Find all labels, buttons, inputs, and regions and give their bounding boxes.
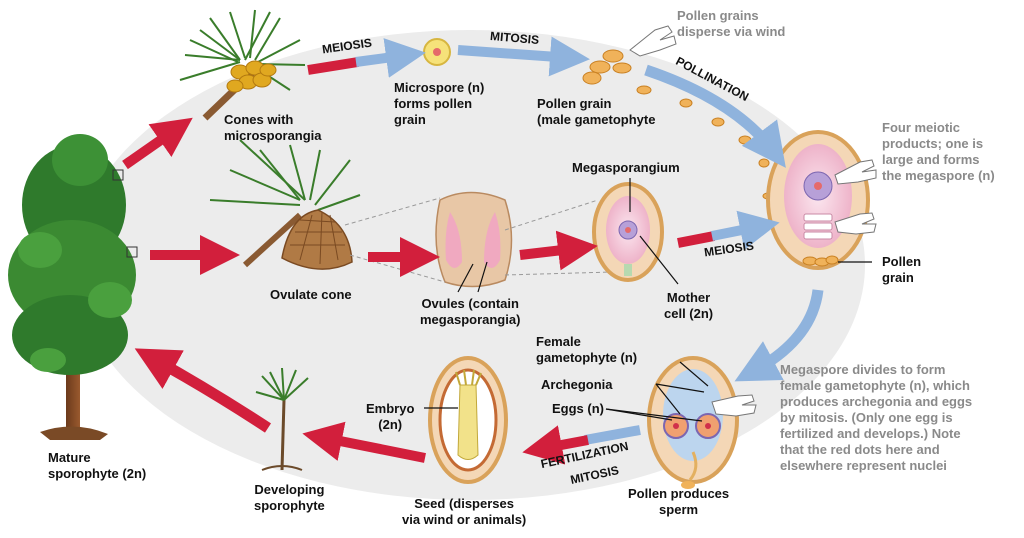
arrow-to-seedling (302, 421, 426, 463)
label-cones-microsporangia: Cones with microsporangia (224, 112, 322, 143)
label-eggs: Eggs (n) (552, 401, 604, 416)
label-mother-cell: Mother cell (2n) (664, 290, 714, 321)
arrow-pollination (644, 64, 786, 168)
label-four-meiotic-products: Four meiotic products; one is large and … (882, 120, 995, 183)
arrow-meiosis-top-blue (355, 38, 426, 78)
megasporangium-ovule (592, 182, 664, 282)
label-developing-sporophyte: Developing sporophyte (254, 482, 325, 513)
label-pollen-disperse: Pollen grains disperse via wind (677, 8, 786, 39)
arrow-mitosis-top (457, 36, 590, 77)
label-microspore: Microspore (n) forms pollen grain (394, 80, 485, 127)
arrow-to-mature-tree (134, 348, 272, 433)
hand-pointer-icon (834, 159, 877, 235)
hand-pointer-icon (629, 25, 677, 57)
developing-sporophyte-seedling (255, 367, 309, 471)
label-megasporangium: Megasporangium (572, 160, 680, 175)
arrow-meiosis-mid-red (677, 231, 715, 248)
seed (428, 356, 508, 484)
label-archegonia: Archegonia (541, 377, 613, 392)
label-ovulate-cone: Ovulate cone (270, 287, 352, 302)
label-seed: Seed (disperses via wind or animals) (402, 496, 527, 527)
arrow-to-male-cone (122, 117, 193, 170)
arrow-to-female-gametophyte (734, 289, 824, 382)
arrow-fertilization-red (522, 425, 589, 465)
label-ovules: Ovules (contain megasporangia) (420, 296, 521, 327)
label-megaspore-divides: Megaspore divides to form female gametop… (780, 362, 973, 473)
label-female-gametophyte: Female gametophyte (n) (536, 334, 638, 365)
zoom-lines (344, 197, 613, 283)
label-mature-sporophyte: Mature sporophyte (2n) (48, 450, 147, 481)
arrow-meiosis-top-red (307, 57, 359, 75)
arrow-to-megasporangium (519, 230, 598, 271)
arrow-fertilization-blue (584, 425, 641, 445)
hand-pointer-icon (711, 394, 757, 417)
mature-sporophyte-tree (8, 134, 138, 440)
arrow-meiosis-mid-blue (711, 210, 780, 250)
ovulate-cone-branch (209, 139, 361, 270)
male-cone-branch (179, 9, 306, 121)
label-pollen-produces-sperm: Pollen produces sperm (628, 486, 730, 517)
label-pollen-grain: Pollen grain (882, 254, 922, 285)
label-pointer-lines (424, 178, 872, 422)
cycle-arrows (122, 36, 824, 465)
microspore (423, 38, 451, 66)
ovule-scale (435, 191, 513, 288)
label-embryo: Embryo (2n) (366, 401, 415, 432)
four-meiotic-products-ovule (766, 130, 870, 270)
label-pollen-grain-male: Pollen grain (male gametophyte (537, 96, 656, 127)
